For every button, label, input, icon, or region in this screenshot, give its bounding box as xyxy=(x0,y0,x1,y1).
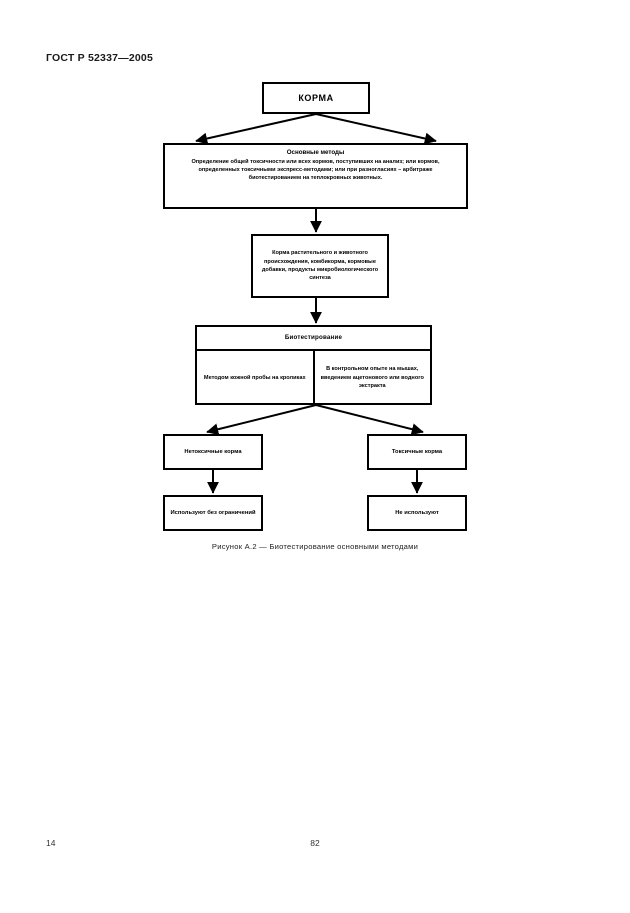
node-biotest: Биотестирование Методом кожной пробы на … xyxy=(195,325,432,405)
node-feeds: Корма растительного и животного происхож… xyxy=(251,234,389,298)
node-nontoxic-feeds-label: Нетоксичные корма xyxy=(184,448,242,455)
node-do-not-use: Не используют xyxy=(367,495,467,531)
node-main-methods: Основные методы Определение общей токсич… xyxy=(163,143,468,209)
node-biotest-columns: Методом кожной пробы на кроликах В контр… xyxy=(197,351,430,405)
node-use-without-limits-label: Используют без ограничений xyxy=(170,509,256,516)
figure-caption: Рисунок А.2 — Биотестирование основными … xyxy=(211,542,419,551)
node-biotest-cell-mice-test: В контрольном опыте на мышах, введением … xyxy=(312,351,431,405)
node-korma: КОРМА xyxy=(262,82,370,114)
node-biotest-cell-skin-test: Методом кожной пробы на кроликах xyxy=(203,374,306,381)
footer-page-number-left: 14 xyxy=(46,838,56,848)
node-nontoxic-feeds: Нетоксичные корма xyxy=(163,434,263,470)
node-main-methods-title: Основные методы xyxy=(286,149,345,156)
node-toxic-feeds: Токсичные корма xyxy=(367,434,467,470)
node-feeds-label: Корма растительного и животного происхож… xyxy=(261,250,379,282)
node-biotest-header: Биотестирование xyxy=(197,327,430,351)
connector-korma-to-main-right xyxy=(315,113,437,145)
node-toxic-feeds-label: Токсичные корма xyxy=(391,448,443,455)
connector-biotest-to-nontoxic xyxy=(206,404,317,436)
connector-biotest-to-toxic xyxy=(315,404,424,436)
node-do-not-use-label: Не используют xyxy=(395,509,439,516)
figure-a2-flowchart: КОРМА Основные методы Определение общей … xyxy=(163,82,468,551)
node-main-methods-body: Определение общей токсичности или всех к… xyxy=(191,158,440,182)
node-korma-label: КОРМА xyxy=(298,92,334,103)
running-header: ГОСТ Р 52337—2005 xyxy=(46,52,154,64)
node-use-without-limits: Используют без ограничений xyxy=(163,495,263,531)
footer-page-number-center: 82 xyxy=(310,838,320,848)
connector-korma-to-main-left xyxy=(195,113,317,145)
